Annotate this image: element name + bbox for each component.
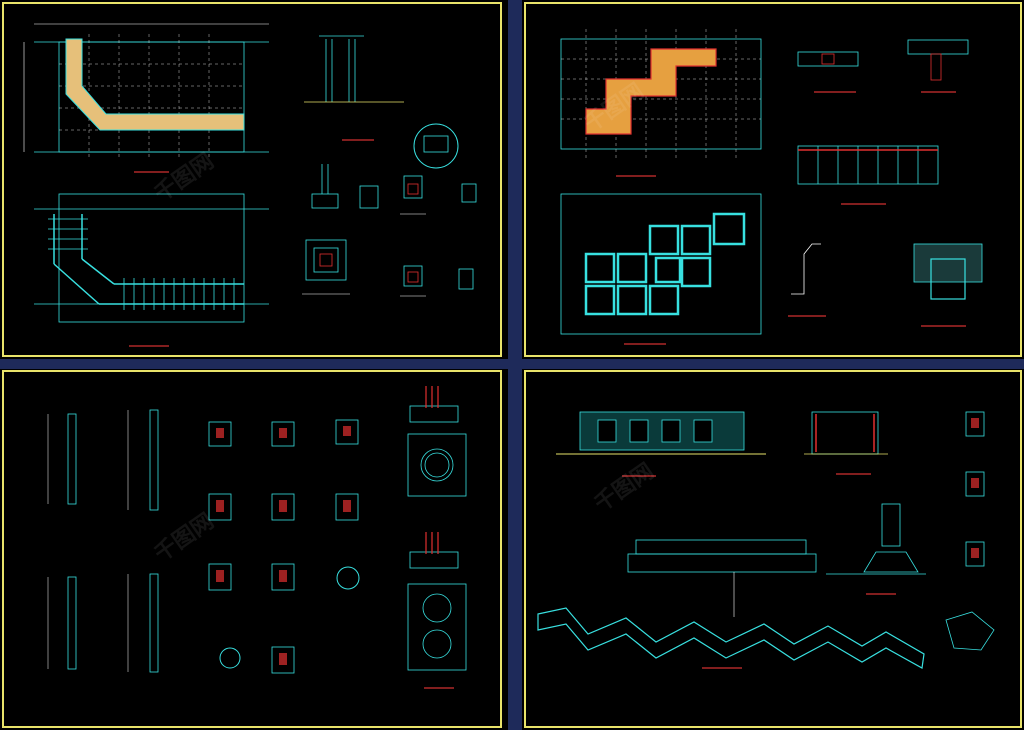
drawing-top-right-canvas bbox=[560, 29, 983, 345]
drawing-bottom-left-canvas bbox=[47, 386, 467, 689]
drawing-sheet-bottom-right bbox=[524, 370, 1022, 728]
drawing-sheet-top-left bbox=[2, 2, 502, 357]
drawing-sheet-top-right bbox=[524, 2, 1022, 357]
sheet-separator-horizontal bbox=[0, 359, 1024, 369]
drawing-sheet-bottom-left bbox=[2, 370, 502, 728]
drawing-top-left-canvas bbox=[23, 23, 477, 347]
drawing-bottom-right-canvas bbox=[537, 411, 995, 669]
